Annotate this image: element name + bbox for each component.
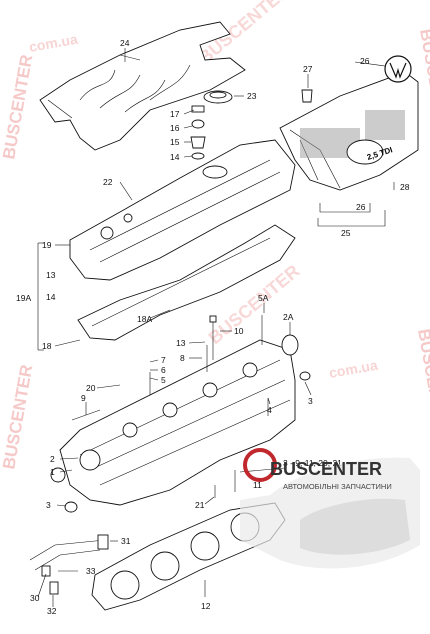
callout-19: 19 — [42, 240, 52, 250]
watermark-left-lower: BUSCENTER — [0, 363, 36, 470]
valve-cover-gasket-18 — [77, 224, 296, 341]
bracket-31 — [29, 534, 109, 595]
callout-30: 30 — [30, 593, 40, 603]
cylinder-head — [59, 334, 299, 506]
watermark-diagonal: com.ua — [28, 31, 79, 55]
callout-labels: 24 26 27 23 17 16 15 14 22 28 26 25 19 1… — [16, 38, 410, 616]
bracket-26 — [319, 203, 371, 213]
logo-tagline: АВТОМОБІЛЬНІ ЗАПЧАСТИНИ — [283, 482, 392, 491]
callout-5A: 5A — [258, 293, 269, 303]
callout-14: 14 — [170, 152, 180, 162]
callout-2: 2 — [50, 454, 55, 464]
callout-12: 12 — [201, 601, 211, 611]
callout-17: 17 — [170, 109, 180, 119]
watermark-left: BUSCENTER — [0, 53, 36, 160]
callout-26-bracket: 26 — [356, 202, 366, 212]
callout-31: 31 — [121, 536, 131, 546]
callout-13-bolt: 13 — [176, 338, 186, 348]
buscenter-logo: BUSCENTER АВТОМОБІЛЬНІ ЗАПЧАСТИНИ — [240, 448, 420, 569]
callout-5: 5 — [161, 375, 166, 385]
callout-9: 9 — [81, 393, 86, 403]
engine-cover-24 — [39, 21, 246, 151]
leader-lines — [37, 48, 395, 607]
callout-26: 26 — [360, 56, 370, 66]
callout-25: 25 — [341, 228, 351, 238]
callout-range: 3 - 9, 11, 20, 21 — [283, 458, 342, 468]
callout-18: 18 — [42, 341, 52, 351]
callout-24: 24 — [120, 38, 130, 48]
callout-2A: 2A — [283, 312, 294, 322]
callout-3: 3 — [308, 396, 313, 406]
gasket-inner-line — [91, 237, 271, 327]
callout-27: 27 — [303, 64, 313, 74]
callout-6: 6 — [161, 365, 166, 375]
callout-3-left: 3 — [46, 500, 51, 510]
callout-10: 10 — [234, 326, 244, 336]
callout-13: 13 — [46, 270, 56, 280]
callout-14-group: 14 — [46, 292, 56, 302]
callout-16: 16 — [170, 123, 180, 133]
callout-18A: 18A — [137, 314, 152, 324]
callout-11: 11 — [253, 480, 262, 490]
callout-1: 1 — [50, 467, 55, 477]
valve-cover-19 — [69, 139, 296, 281]
callout-8: 8 — [180, 353, 185, 363]
intake-cover-25: 2,5 TDI — [279, 55, 419, 191]
small-parts-14-17 — [190, 105, 206, 160]
callout-22: 22 — [103, 177, 113, 187]
callout-19A: 19A — [16, 293, 31, 303]
callout-7: 7 — [161, 355, 166, 365]
watermark-diagonal-2: com.ua — [328, 357, 379, 381]
logo-ring-icon — [243, 448, 277, 482]
callout-28: 28 — [400, 182, 410, 192]
callout-23: 23 — [247, 91, 257, 101]
callout-4: 4 — [267, 405, 272, 415]
callout-20: 20 — [86, 383, 96, 393]
grommet-23 — [203, 90, 233, 104]
watermark-right-lower: BUSCENTER — [414, 327, 430, 434]
callout-21: 21 — [195, 500, 205, 510]
logo-brand: BUSCENTER — [270, 459, 382, 479]
callout-15: 15 — [170, 137, 180, 147]
callout-32: 32 — [47, 606, 57, 616]
callout-33: 33 — [86, 566, 96, 576]
bracket-25 — [317, 210, 386, 227]
